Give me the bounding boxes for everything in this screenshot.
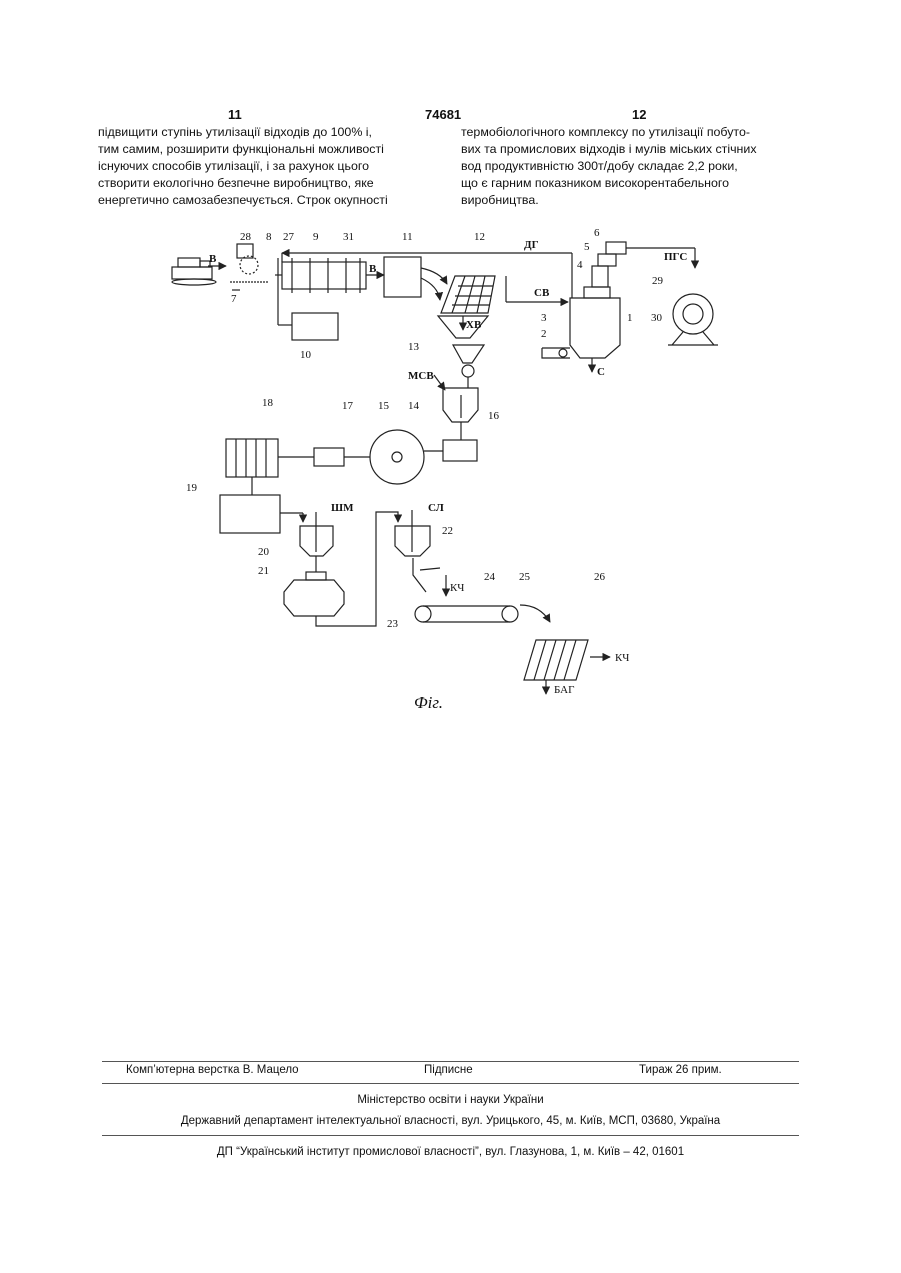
footer-rule: [102, 1135, 799, 1136]
text-line: виробництва.: [461, 192, 784, 209]
department-line: Державний департамент інтелектуальної вл…: [102, 1115, 799, 1127]
block-11: [384, 257, 421, 297]
text-line: тим самим, розширити функціональні можли…: [98, 141, 421, 158]
text-line: енергетично самозабезпечується. Строк ок…: [98, 192, 421, 209]
diagram-label: 30: [651, 312, 663, 324]
diagram-label: 4: [577, 259, 583, 271]
diagram-label: 31: [343, 231, 354, 243]
diagram-label: 25: [519, 571, 531, 583]
signed-note: Підписне: [424, 1064, 473, 1076]
diagram-label: 29: [652, 275, 664, 287]
stream-label: С: [597, 366, 605, 378]
diagram-label: 5: [584, 241, 590, 253]
dryer-conveyor: [282, 258, 366, 293]
diagram-label: 21: [258, 565, 269, 577]
footer-row: Комп’ютерна верстка В. Мацело Підписне Т…: [102, 1064, 799, 1080]
diagram-label: 26: [594, 571, 606, 583]
institute-line: ДП “Український інститут промислової вла…: [102, 1146, 799, 1158]
patent-number: 74681: [425, 107, 461, 122]
diagram-label: 22: [442, 525, 453, 537]
diagram-label: 11: [402, 231, 413, 243]
diagram-label: 20: [258, 546, 270, 558]
stream-label: ПГС: [664, 251, 687, 263]
left-column-text: підвищити ступінь утилізації відходів до…: [98, 124, 421, 209]
stream-label: СВ: [534, 287, 550, 299]
right-column-text: термобіологічного комплексу по утилізаці…: [461, 124, 784, 209]
diagram-label: 10: [300, 349, 312, 361]
page-number-right: 12: [632, 107, 646, 122]
diagram-label: 1: [627, 312, 633, 324]
stream-label: ДГ: [524, 239, 539, 251]
belt-conveyor: [415, 606, 518, 622]
diagram-label: 9: [313, 231, 319, 243]
text-line: термобіологічного комплексу по утилізаці…: [461, 124, 784, 141]
circulation-note: Тираж 26 прим.: [639, 1064, 722, 1076]
diagram-label: 16: [488, 410, 500, 422]
ministry-line: Міністерство освіти і науки України: [102, 1094, 799, 1106]
stream-label: БАГ: [554, 684, 574, 696]
block-19: [220, 495, 280, 533]
block-10: [292, 313, 338, 340]
stream-label: КЧ: [450, 582, 464, 594]
text-line: вод продуктивністю 300т/добу складає 2,2…: [461, 158, 784, 175]
diagram-label: 3: [541, 312, 547, 324]
shredder-icon: [230, 244, 268, 282]
product-stack: [524, 640, 588, 680]
process-flow-diagram: 28 8 27 9 31 11 12 6 5 4 29 30 1 3 2 7 1…: [160, 222, 760, 722]
diagram-label: 23: [387, 618, 399, 630]
diagram-label: 19: [186, 482, 198, 494]
diagram-label: 7: [231, 293, 237, 305]
diagram-label: 14: [408, 400, 420, 412]
stream-label: КЧ: [615, 652, 629, 664]
text-line: створити екологічно безпечне виробництво…: [98, 175, 421, 192]
diagram-label: 6: [594, 227, 600, 239]
text-line: що є гарним показником високорентабельно…: [461, 175, 784, 192]
typesetting-credit: Комп’ютерна верстка В. Мацело: [126, 1064, 299, 1076]
diagram-label: 24: [484, 571, 496, 583]
diagram-label: 13: [408, 341, 420, 353]
diagram-label: 18: [262, 397, 274, 409]
stream-label: МСВ: [408, 370, 434, 382]
text-line: вих та промислових відходів і мулів місь…: [461, 141, 784, 158]
diagram-label: 8: [266, 231, 272, 243]
diagram-label: 12: [474, 231, 485, 243]
diagram-label: 15: [378, 400, 390, 412]
text-line: існуючих способів утилізації, і за рахун…: [98, 158, 421, 175]
diagram-label: 2: [541, 328, 547, 340]
granulator-21: [284, 580, 344, 616]
text-line: підвищити ступінь утилізації відходів до…: [98, 124, 421, 141]
page-number-left: 11: [228, 107, 242, 122]
footer-rule: [102, 1061, 799, 1062]
figure-caption: Фіг.: [414, 693, 443, 712]
stream-label: В: [369, 263, 377, 275]
stream-label: СЛ: [428, 502, 445, 514]
heat-exchanger-grid: [441, 276, 495, 313]
diagram-label: 27: [283, 231, 295, 243]
diagram-label: 17: [342, 400, 354, 412]
diagram-label: 28: [240, 231, 252, 243]
stream-label: В: [209, 253, 217, 265]
stream-label: ШМ: [331, 502, 354, 514]
footer-rule: [102, 1083, 799, 1084]
extruder-line: [226, 430, 443, 495]
stream-label: ХВ: [466, 319, 482, 331]
generator-icon: [668, 294, 718, 345]
